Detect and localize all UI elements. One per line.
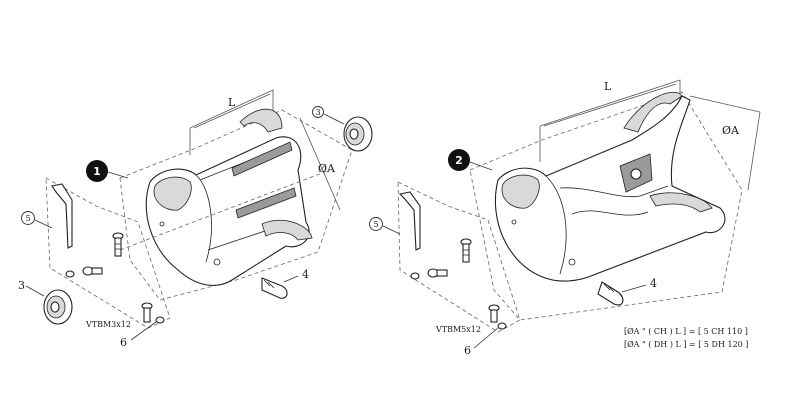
variant-2-small-bolt bbox=[460, 238, 472, 263]
variant-2-callout-4: 4 bbox=[650, 277, 657, 290]
variant-1-length-dimension bbox=[189, 89, 274, 155]
variant-1-bearing-bottom bbox=[43, 289, 73, 325]
variant-1-hex-key bbox=[51, 183, 73, 249]
variant-1-callout-3-bottom: 3 bbox=[18, 279, 25, 292]
variant-1-callout-4: 4 bbox=[302, 268, 309, 281]
variant-2-diameter-dimension bbox=[689, 95, 761, 191]
variant-2-callout-6-leader bbox=[473, 327, 499, 349]
variant-1-toolkit-outline bbox=[45, 177, 171, 329]
variant-2-screw-label: VTBM5x12 bbox=[435, 325, 481, 334]
variant-1-callout-3-top: 3 bbox=[315, 108, 320, 117]
variant-1-callout-3-top-leader bbox=[323, 113, 345, 125]
variant-2-assembly-outline bbox=[469, 91, 743, 321]
variant-2-spec-line-1: [ØA " ( CH ) L ] = [ 5 CH 110 ] bbox=[624, 327, 748, 336]
variant-1-length-label: L bbox=[228, 96, 236, 109]
variant-1-hub-body bbox=[119, 108, 331, 286]
variant-2-length-label: L bbox=[604, 80, 612, 93]
variant-1-callout-3-top-circle bbox=[312, 106, 324, 118]
variant-2-callout-5-leader bbox=[382, 225, 401, 235]
variant-1-badge bbox=[86, 160, 108, 182]
variant-2-callout-6: 6 bbox=[464, 344, 471, 357]
variant-1-callout-4-leader bbox=[283, 275, 299, 283]
variant-1-washer bbox=[65, 270, 75, 278]
variant-2-spec-line-2: [ØA " ( DH ) L ] = [ 5 DH 120 ] bbox=[624, 340, 748, 349]
variant-2-hub-body bbox=[494, 92, 726, 282]
variant-2-badge bbox=[448, 149, 470, 171]
variant-1-callout-6-leader bbox=[130, 321, 157, 341]
variant-1-small-bolt bbox=[112, 232, 124, 257]
variant-1-callout-5-leader bbox=[34, 219, 53, 229]
variant-1-callout-3-bottom-leader bbox=[25, 285, 45, 297]
variant-1-callout-6: 6 bbox=[120, 336, 127, 349]
variant-1-diameter-label: ØA bbox=[318, 162, 336, 175]
variant-1: L ØA 1 3 bbox=[18, 89, 373, 349]
variant-1-callout-5-circle bbox=[21, 211, 35, 225]
variant-2: L ØA 2 bbox=[369, 79, 761, 357]
variant-2-callout-5: 5 bbox=[373, 220, 378, 229]
variant-2-screw bbox=[427, 268, 448, 278]
variant-1-assembly-outline bbox=[119, 109, 353, 301]
variant-2-badge-label: 2 bbox=[455, 154, 463, 167]
variant-1-badge-label: 1 bbox=[93, 165, 101, 178]
variant-1-screw bbox=[82, 266, 103, 276]
variant-2-fastener bbox=[488, 304, 507, 330]
variant-2-hex-key bbox=[398, 191, 421, 251]
variant-2-valve bbox=[597, 281, 624, 306]
variant-2-diameter-label: ØA bbox=[722, 124, 740, 137]
variant-1-bearing-top bbox=[343, 116, 373, 152]
variant-2-washer bbox=[410, 272, 420, 280]
variant-1-callout-5: 5 bbox=[25, 214, 30, 223]
variant-2-callout-4-leader bbox=[621, 284, 647, 293]
variant-1-valve bbox=[261, 277, 288, 299]
variant-1-badge-leader bbox=[107, 171, 129, 179]
variant-1-diameter-dimension bbox=[299, 117, 341, 211]
variant-1-fastener bbox=[141, 302, 165, 324]
variant-2-callout-5-circle bbox=[369, 217, 383, 231]
variant-2-badge-leader bbox=[469, 161, 493, 171]
variant-2-toolkit-outline bbox=[397, 181, 521, 333]
variant-1-screw-label: VTBM3x12 bbox=[85, 320, 131, 329]
